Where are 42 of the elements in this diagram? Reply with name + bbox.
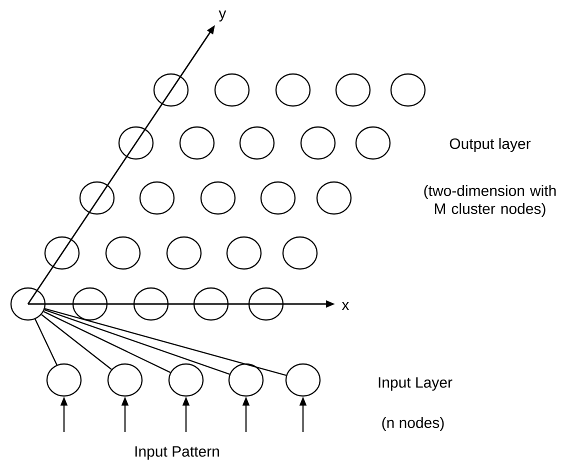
neuron-circle	[10, 287, 46, 321]
neuron-circle	[46, 363, 82, 397]
neuron-circle	[285, 363, 321, 397]
layer-label: Output layer	[450, 138, 531, 152]
neuron-circle	[316, 181, 352, 215]
neuron-circle	[153, 73, 189, 107]
neuron-circle	[214, 73, 250, 107]
neuron-circle	[168, 363, 204, 397]
neuron-circle	[72, 287, 108, 321]
neuron-circle	[79, 181, 115, 215]
connection-line	[44, 309, 230, 375]
axis-label: x	[342, 302, 350, 310]
neuron-circle	[282, 236, 318, 270]
connection-line	[34, 318, 58, 366]
neuron-circle	[118, 126, 154, 160]
neuron-circle	[139, 181, 175, 215]
neuron-circle	[239, 126, 275, 160]
neuron-circle	[193, 287, 229, 321]
connection-line	[44, 308, 286, 376]
neuron-circle	[105, 236, 141, 270]
neuron-circle	[44, 236, 80, 270]
neuron-circle	[390, 73, 426, 107]
neuron-circle	[107, 363, 143, 397]
neuron-circle	[200, 181, 236, 215]
neuron-circle	[275, 73, 311, 107]
neuron-circle	[226, 236, 262, 270]
neuron-circle	[166, 236, 202, 270]
neuron-circle	[228, 363, 264, 397]
neuron-circle	[260, 181, 296, 215]
layer-label: (two-dimension with M cluster nodes)	[424, 185, 556, 217]
axis-label: y	[218, 10, 226, 22]
layer-label: (n nodes)	[382, 417, 444, 431]
neuron-circle	[179, 126, 215, 160]
neuron-circle	[133, 287, 169, 321]
neuron-circle	[355, 126, 391, 160]
layer-label: Input Layer	[378, 377, 452, 391]
neuron-circle	[300, 126, 336, 160]
neuron-circle	[335, 73, 371, 107]
layer-label: Input Pattern	[135, 446, 219, 460]
connection-line	[41, 314, 112, 370]
connection-line	[43, 311, 171, 373]
neuron-circle	[248, 287, 284, 321]
